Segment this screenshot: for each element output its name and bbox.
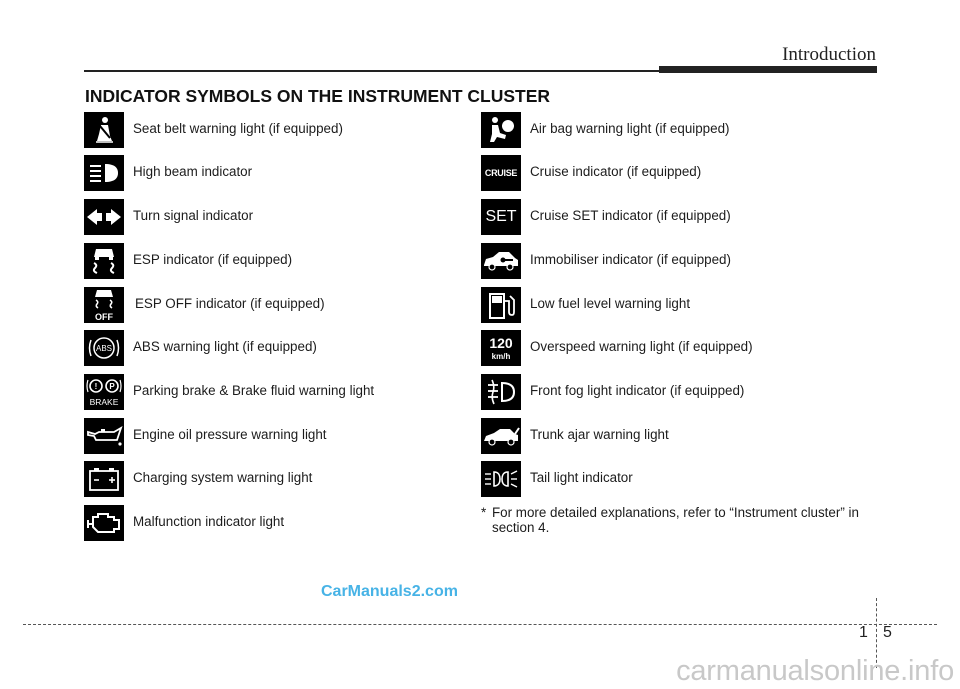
indicator-label: Cruise indicator (if equipped) <box>530 164 702 179</box>
tail-light-icon <box>481 461 521 497</box>
abs-text: ABS <box>95 343 112 353</box>
cruise-text: CRUISE <box>484 168 518 178</box>
brake-text: BRAKE <box>89 397 119 407</box>
footnote-marker: * <box>481 505 487 520</box>
indicator-label: High beam indicator <box>133 164 253 179</box>
indicator-label: Immobiliser indicator (if equipped) <box>530 252 731 267</box>
overspeed-icon: 120 km/h <box>481 330 521 366</box>
trunk-icon <box>481 418 521 454</box>
cruise-icon: CRUISE <box>481 155 521 191</box>
svg-text:P: P <box>109 382 115 391</box>
airbag-icon <box>481 112 521 148</box>
esp-off-text: OFF <box>95 312 113 322</box>
high-beam-icon <box>84 155 124 191</box>
indicator-label: ESP indicator (if equipped) <box>133 252 293 267</box>
indicator-label: ESP OFF indicator (if equipped) <box>135 296 325 311</box>
indicator-label: Front fog light indicator (if equipped) <box>530 383 745 398</box>
immobiliser-icon <box>481 243 521 279</box>
indicator-label: Turn signal indicator <box>133 208 254 223</box>
brake-icon: ! P BRAKE <box>84 374 124 410</box>
abs-icon: ABS <box>84 330 124 366</box>
indicator-label: Overspeed warning light (if equipped) <box>530 339 753 354</box>
header-rule <box>84 70 659 72</box>
overspeed-unit: km/h <box>491 352 511 361</box>
fuel-icon <box>481 287 521 323</box>
indicator-label: Engine oil pressure warning light <box>133 427 327 442</box>
cruise-set-icon: SET <box>481 199 521 235</box>
indicator-label: Charging system warning light <box>133 470 313 485</box>
esp-off-icon: OFF <box>84 287 124 323</box>
header-rule-thick <box>659 66 877 73</box>
indicator-label: Trunk ajar warning light <box>530 427 669 442</box>
overspeed-value: 120 <box>489 335 513 351</box>
svg-text:!: ! <box>95 382 98 391</box>
footnote-text: For more detailed explanations, refer to… <box>492 505 859 535</box>
section-title: Introduction <box>782 44 876 65</box>
indicator-label: Parking brake & Brake fluid warning ligh… <box>133 383 375 398</box>
engine-icon <box>84 505 124 541</box>
front-fog-icon <box>481 374 521 410</box>
indicator-label: Malfunction indicator light <box>133 514 285 529</box>
turn-signal-icon <box>84 199 124 235</box>
indicator-label: Seat belt warning light (if equipped) <box>133 121 343 136</box>
page-heading: INDICATOR SYMBOLS ON THE INSTRUMENT CLUS… <box>85 86 551 106</box>
cruise-set-text: SET <box>485 208 517 225</box>
indicator-label: Tail light indicator <box>530 470 633 485</box>
oil-pressure-icon <box>84 418 124 454</box>
page-number-divider <box>876 598 877 668</box>
battery-icon <box>84 461 124 497</box>
indicator-label: Cruise SET indicator (if equipped) <box>530 208 731 223</box>
seat-belt-icon <box>84 112 124 148</box>
page-number: 5 <box>883 624 892 641</box>
indicator-label: Low fuel level warning light <box>530 296 691 311</box>
chapter-number: 1 <box>859 624 868 641</box>
indicator-label: Air bag warning light (if equipped) <box>530 121 730 136</box>
site-footer-watermark: carmanualsonline.info <box>676 655 954 687</box>
footer-dashed-rule <box>23 624 937 625</box>
watermark: CarManuals2.com <box>321 583 458 600</box>
indicator-label: ABS warning light (if equipped) <box>133 339 317 354</box>
esp-icon <box>84 243 124 279</box>
